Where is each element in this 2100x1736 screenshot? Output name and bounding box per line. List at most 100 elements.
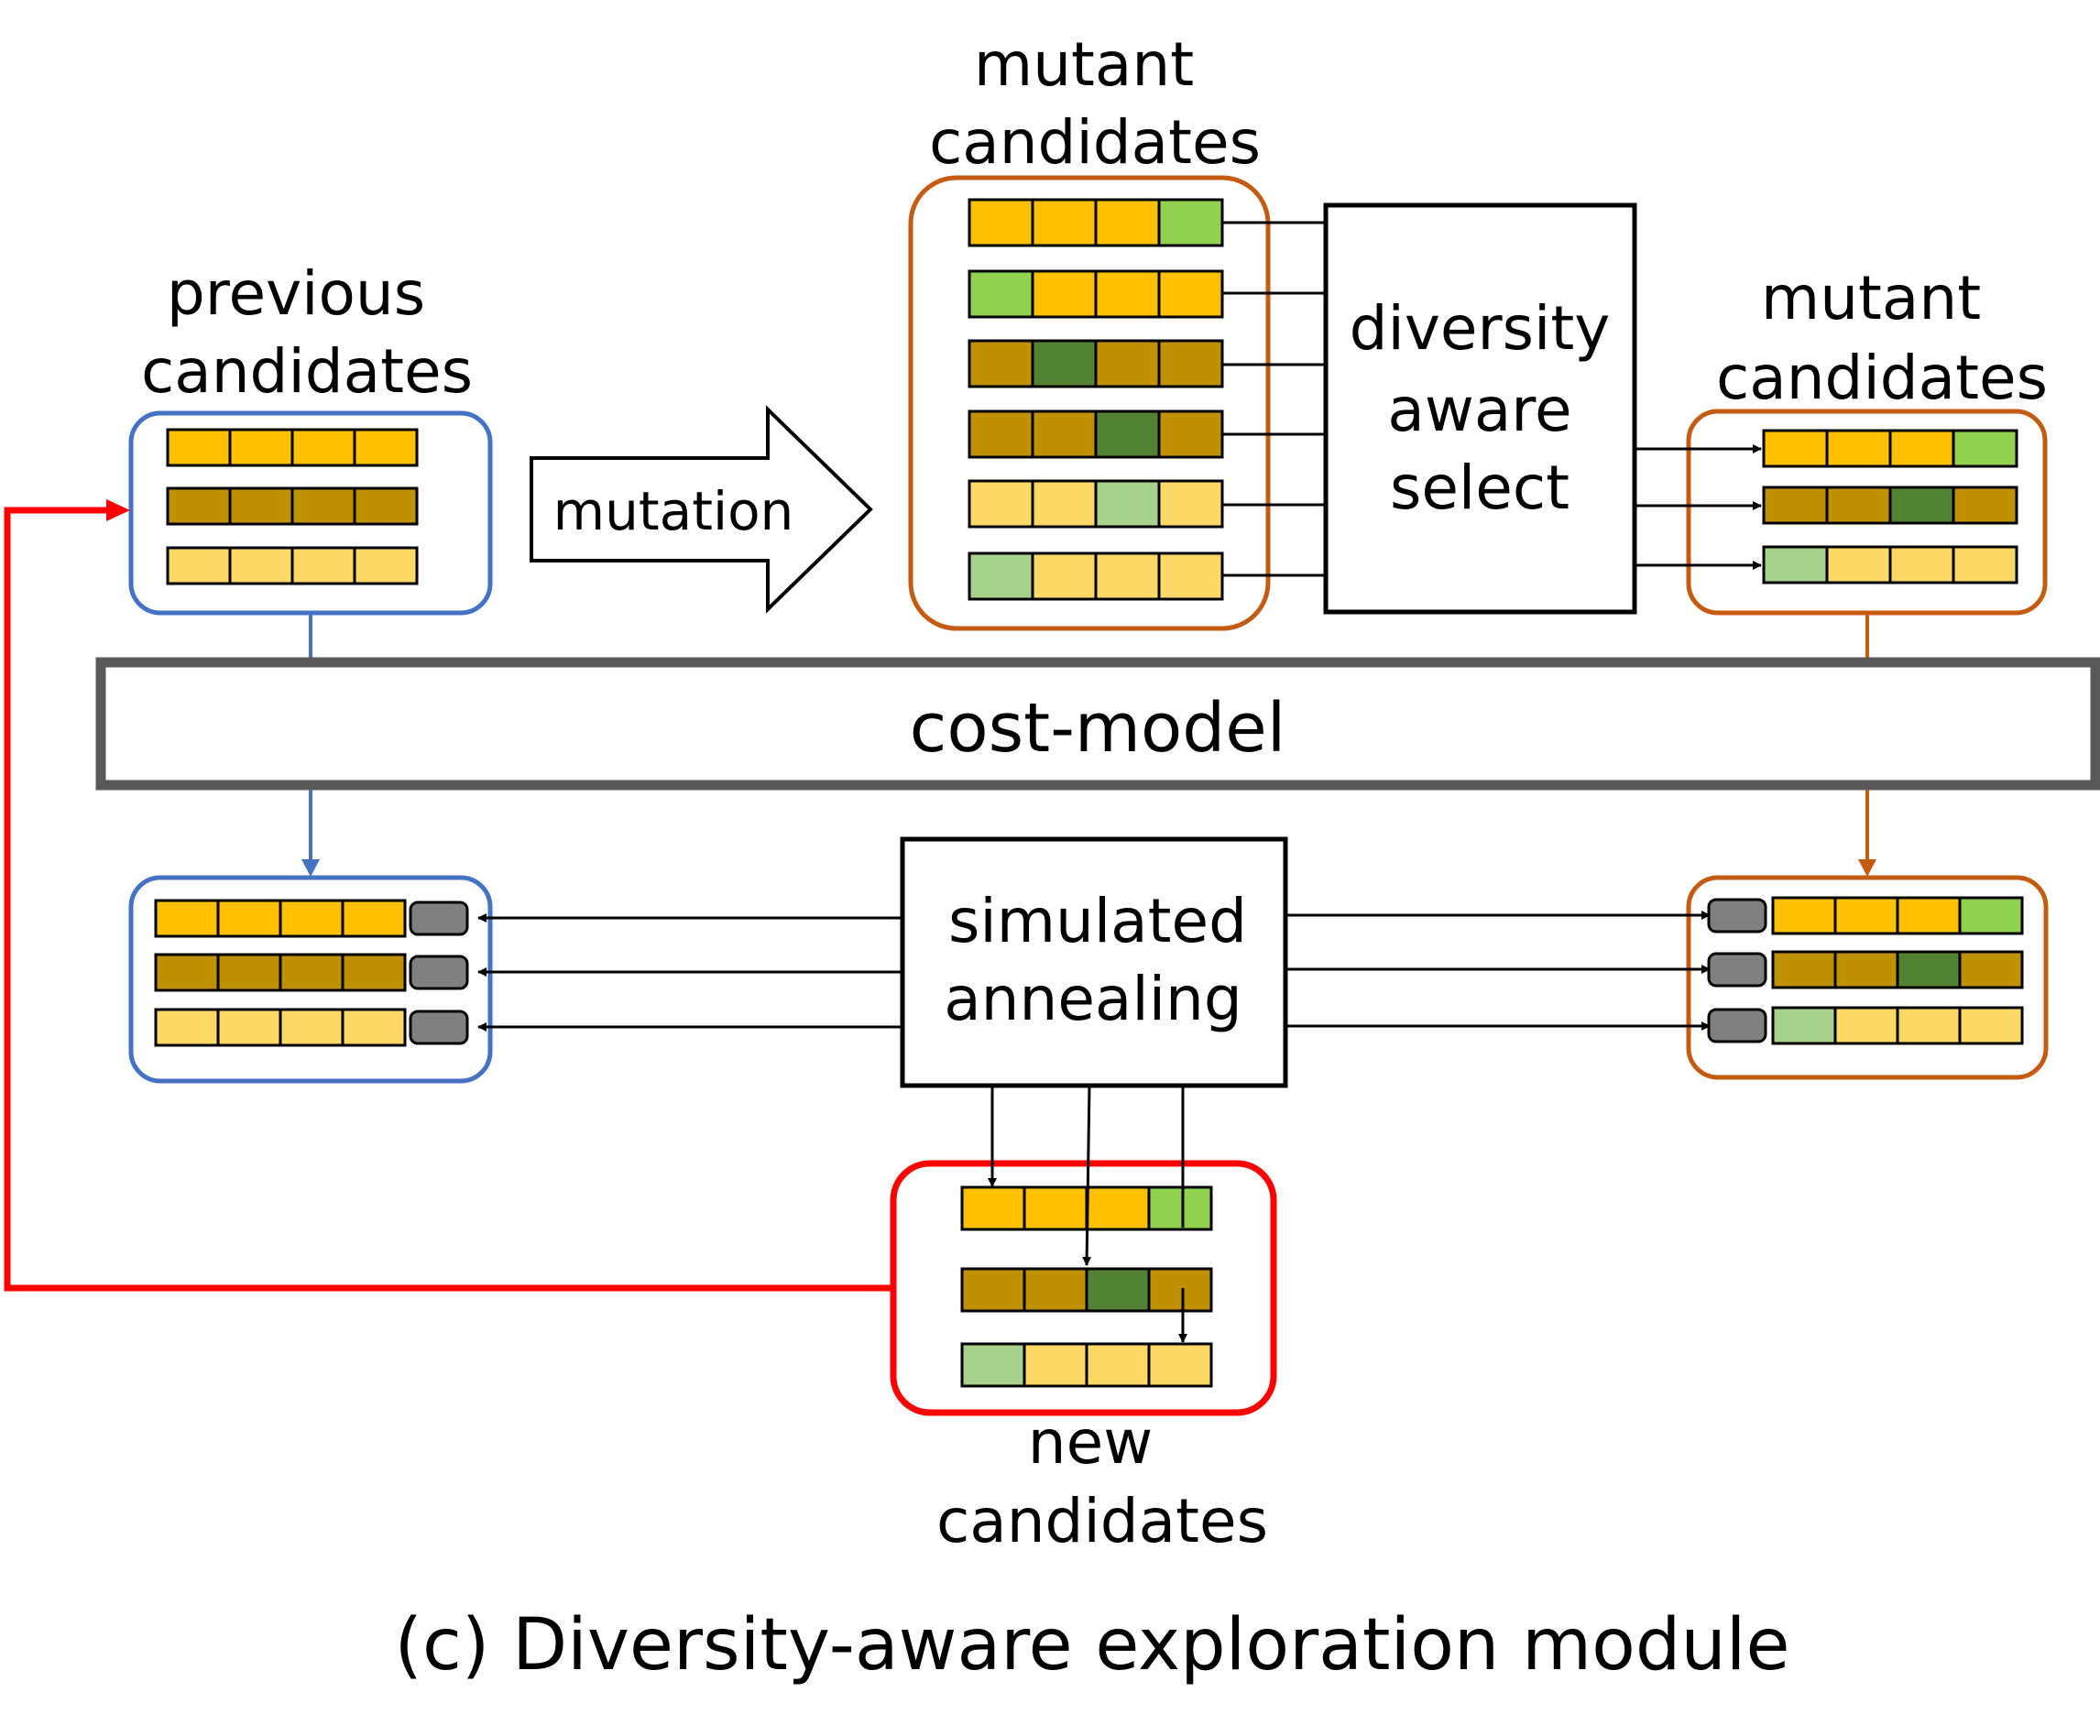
candidate-cell bbox=[1958, 896, 2024, 935]
diversity-select-box bbox=[1323, 202, 1637, 615]
mutant-candidates-top-label-line1: mutant bbox=[974, 29, 1194, 100]
cost-score-badge bbox=[409, 901, 469, 936]
candidate-cell bbox=[166, 546, 232, 585]
candidate-cell bbox=[154, 1008, 220, 1047]
mutant-candidates-right-label-line1: mutant bbox=[1761, 263, 1981, 333]
candidate-row bbox=[960, 1342, 1213, 1388]
candidate-cell bbox=[1094, 479, 1161, 529]
diversity-select-label-line3: select bbox=[1390, 453, 1570, 523]
candidate-cell bbox=[1958, 950, 2024, 989]
candidate-cell bbox=[968, 479, 1034, 529]
candidate-cell bbox=[216, 899, 282, 938]
new-candidates-label-line1: new bbox=[1028, 1407, 1153, 1478]
candidate-cell bbox=[1896, 950, 1962, 989]
candidate-cell bbox=[341, 899, 407, 938]
mutant-to-select-connectors bbox=[1223, 221, 1326, 577]
candidate-cell bbox=[166, 428, 232, 467]
candidate-row bbox=[968, 551, 1224, 601]
cost-score-badge bbox=[409, 1010, 469, 1045]
candidate-cell bbox=[1147, 1342, 1213, 1388]
candidate-cell bbox=[228, 546, 294, 585]
candidate-row bbox=[166, 486, 419, 526]
candidate-row bbox=[1762, 429, 2018, 468]
simulated-annealing-box bbox=[900, 836, 1288, 1088]
candidate-cell bbox=[166, 486, 232, 526]
candidate-cell bbox=[353, 546, 419, 585]
candidate-cell bbox=[1157, 409, 1224, 459]
cost-score-badge bbox=[1707, 952, 1767, 988]
mutant-candidates-box bbox=[908, 175, 1271, 631]
candidate-cell bbox=[154, 899, 220, 938]
candidate-row bbox=[968, 269, 1224, 319]
candidate-cell bbox=[216, 1008, 282, 1047]
previous-candidates-label-line2: candidates bbox=[141, 336, 473, 407]
candidate-cell bbox=[1094, 198, 1161, 247]
candidate-cell bbox=[1771, 1006, 1837, 1045]
candidate-cell bbox=[1094, 551, 1161, 601]
candidate-cell bbox=[1031, 479, 1098, 529]
candidate-cell bbox=[1952, 545, 2018, 584]
candidate-row bbox=[968, 409, 1224, 459]
candidate-cell bbox=[154, 953, 220, 992]
candidate-cell bbox=[1031, 409, 1098, 459]
candidate-row bbox=[154, 953, 469, 992]
candidate-cell bbox=[290, 428, 356, 467]
candidate-cell bbox=[1825, 545, 1892, 584]
candidate-row bbox=[960, 1185, 1213, 1231]
candidate-cell bbox=[1833, 950, 1899, 989]
candidate-cell bbox=[228, 428, 294, 467]
mutant-candidates-right-label-line2: candidates bbox=[1716, 343, 2048, 413]
figure-caption: (c) Diversity-aware exploration module bbox=[395, 1604, 1790, 1687]
candidate-cell bbox=[1157, 339, 1224, 388]
candidate-cell bbox=[1825, 486, 1892, 525]
candidate-cell bbox=[960, 1267, 1026, 1313]
candidate-cell bbox=[1157, 198, 1224, 247]
candidate-cell bbox=[968, 409, 1034, 459]
cost-model-label: cost-model bbox=[910, 689, 1286, 768]
candidate-cell bbox=[1896, 896, 1962, 935]
candidate-cell bbox=[1023, 1342, 1088, 1388]
cost-score-badge bbox=[1707, 1008, 1767, 1043]
candidate-cell bbox=[1952, 429, 2018, 468]
feedback-loop-arrowhead bbox=[106, 499, 130, 521]
sa-to-selected-arrows bbox=[1285, 911, 1711, 1031]
candidate-cell bbox=[279, 899, 345, 938]
candidate-cell bbox=[1762, 545, 1829, 584]
previous-candidates-label-line1: previous bbox=[167, 258, 425, 329]
candidate-cell bbox=[1825, 429, 1892, 468]
candidate-cell bbox=[1888, 545, 1955, 584]
candidate-row bbox=[1707, 950, 2024, 989]
cost-score-badge bbox=[1707, 898, 1767, 934]
candidate-row bbox=[960, 1267, 1213, 1313]
feedback-loop-line bbox=[4, 507, 893, 1292]
candidate-row bbox=[166, 428, 419, 467]
candidate-cell bbox=[1094, 269, 1161, 319]
mutation-arrow bbox=[530, 405, 873, 614]
brown-down-arrowhead bbox=[1858, 859, 1876, 877]
sa-to-new-arrows bbox=[988, 1085, 1187, 1343]
candidate-cell bbox=[1833, 1006, 1899, 1045]
candidate-cell bbox=[1888, 486, 1955, 525]
candidate-cell bbox=[290, 546, 356, 585]
candidate-cell bbox=[353, 428, 419, 467]
candidate-cell bbox=[1085, 1342, 1151, 1388]
candidate-cell bbox=[1023, 1267, 1088, 1313]
cost-model-bar bbox=[95, 657, 2100, 791]
candidate-row bbox=[1762, 545, 2018, 584]
candidate-cell bbox=[1952, 486, 2018, 525]
candidate-cell bbox=[1896, 1006, 1962, 1045]
sa-to-previous-arrows bbox=[477, 913, 902, 1032]
candidate-row bbox=[1707, 896, 2024, 935]
candidate-cell bbox=[968, 198, 1034, 247]
candidate-cell bbox=[1157, 269, 1224, 319]
candidate-row bbox=[968, 198, 1224, 247]
candidate-cell bbox=[279, 1008, 345, 1047]
candidate-cell bbox=[960, 1185, 1026, 1231]
candidate-row bbox=[154, 899, 469, 938]
candidate-row bbox=[1762, 486, 2018, 525]
candidate-cell bbox=[960, 1342, 1026, 1388]
scored-previous-box bbox=[128, 875, 493, 1084]
candidate-cell bbox=[1094, 339, 1161, 388]
candidate-row bbox=[154, 1008, 469, 1047]
